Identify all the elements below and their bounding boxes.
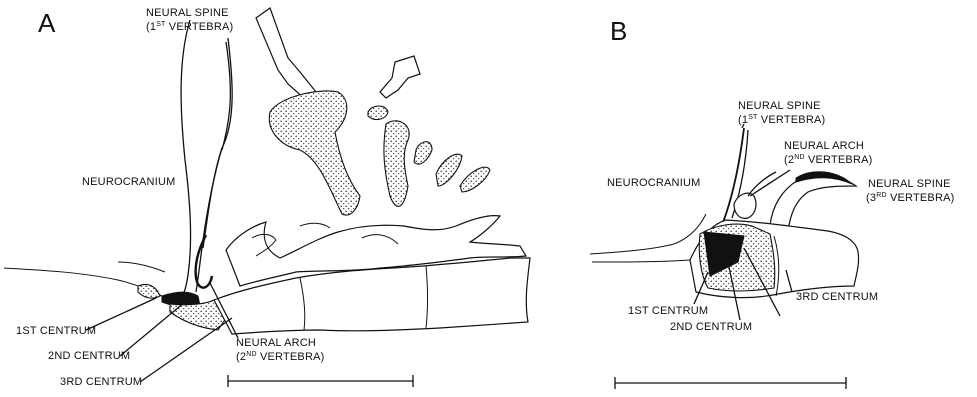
panel-a-leader-spine bbox=[222, 42, 230, 150]
panel-b: B NEURAL SPINE (1ST VERTEBRA) NEURAL ARC… bbox=[590, 16, 955, 389]
panel-a-label-2nd-centrum: 2ND CENTRUM bbox=[48, 350, 130, 362]
panel-a-leader-1st bbox=[86, 298, 156, 330]
panel-a-centrum-1 bbox=[138, 284, 160, 298]
panel-a-label-neurocranium: NEUROCRANIUM bbox=[82, 176, 175, 188]
panel-a-label-neural-spine-1-sub: (1ST VERTEBRA) bbox=[146, 21, 233, 33]
panel-a-letter: A bbox=[38, 8, 56, 38]
panel-b-letter: B bbox=[610, 16, 627, 46]
panel-b-skull-line bbox=[592, 260, 690, 262]
panel-a-stippled-5 bbox=[460, 167, 490, 192]
panel-a-label-3rd-centrum: 3RD CENTRUM bbox=[60, 376, 142, 388]
panel-b-label-neural-spine-3-sub: (3RD VERTEBRA) bbox=[866, 192, 955, 204]
panel-a-scale-bar bbox=[228, 375, 413, 387]
panel-a-label-neural-arch-2-sub: (2ND VERTEBRA) bbox=[236, 351, 325, 363]
panel-a-stippled-bone-large bbox=[269, 91, 360, 215]
panel-b-label-neural-spine-3: NEURAL SPINE bbox=[868, 178, 951, 190]
panel-a-skull-line bbox=[118, 262, 165, 272]
panel-b-label-3rd-centrum: 3RD CENTRUM bbox=[796, 291, 878, 303]
panel-a-arch-curl-2 bbox=[300, 223, 330, 228]
panel-a-spine-front bbox=[196, 148, 222, 292]
panel-b-label-neural-arch-2: NEURAL ARCH bbox=[784, 140, 864, 152]
panel-a-label-neural-spine-1: NEURAL SPINE bbox=[146, 7, 229, 19]
panel-a-stippled-3 bbox=[414, 142, 432, 164]
panel-a: A NEURAL bbox=[4, 7, 530, 388]
panel-b-scale-bar bbox=[615, 377, 846, 389]
panel-a-stippled-bit bbox=[368, 106, 388, 119]
panel-a-rib-small bbox=[380, 56, 420, 98]
panel-b-label-1st-centrum: 1ST CENTRUM bbox=[628, 305, 708, 317]
panel-a-occipital-curve bbox=[176, 20, 191, 305]
panel-a-stippled-bone-mid bbox=[384, 121, 409, 206]
panel-b-neurocranium-outline bbox=[590, 214, 706, 254]
panel-b-arch-line bbox=[748, 172, 776, 196]
panel-b-neural-spine-3 bbox=[770, 175, 856, 232]
panel-b-label-neural-spine-1: NEURAL SPINE bbox=[738, 100, 821, 112]
panel-b-label-neural-spine-1-sub: (1ST VERTEBRA) bbox=[738, 114, 825, 126]
panel-a-stippled-4 bbox=[436, 154, 462, 186]
panel-a-neural-spine-1 bbox=[203, 38, 232, 248]
panel-b-label-2nd-centrum: 2ND CENTRUM bbox=[670, 321, 752, 333]
panel-a-label-neural-arch-2: NEURAL ARCH bbox=[236, 337, 316, 349]
panel-a-rib-upper bbox=[256, 8, 316, 100]
panel-b-label-neurocranium: NEUROCRANIUM bbox=[607, 177, 700, 189]
panel-b-label-neural-arch-2-sub: (2ND VERTEBRA) bbox=[784, 154, 873, 166]
panel-b-neural-arch-2 bbox=[734, 193, 756, 218]
panel-a-label-1st-centrum: 1ST CENTRUM bbox=[16, 325, 96, 337]
